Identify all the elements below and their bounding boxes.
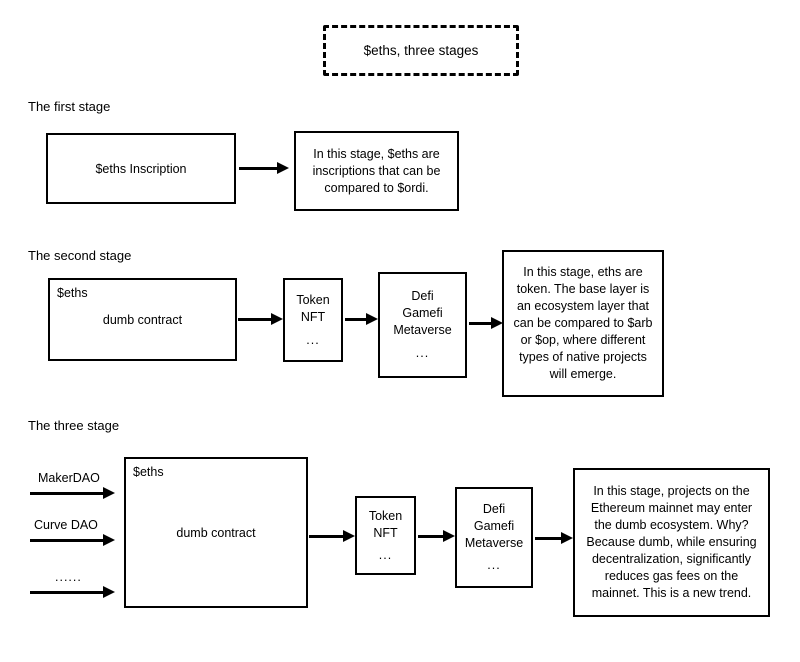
stage-3-note-box: In this stage, projects on the Ethereum … — [573, 468, 770, 617]
stage-3-input-arrow-3 — [30, 586, 115, 598]
stage-3-main-box-label: dumb contract — [176, 525, 256, 540]
diagram-title-box: $eths, three stages — [323, 25, 519, 76]
arrow-head — [443, 530, 455, 542]
stage-1-note-box: In this stage, $eths are inscriptions th… — [294, 131, 459, 211]
arrow-shaft — [309, 535, 345, 538]
stage-2-token-box: Token NFT ... — [283, 278, 343, 362]
arrow-head — [103, 586, 115, 598]
stage-2-token-box-text: Token NFT ... — [296, 292, 329, 349]
arrow-shaft — [238, 318, 273, 321]
stage-3-main-box-corner-label: $eths — [133, 465, 164, 479]
stage-2-defi-box-text: Defi Gamefi Metaverse ... — [393, 288, 451, 362]
stage-2-defi-line-2: Gamefi — [402, 306, 443, 320]
arrow-shaft — [345, 318, 368, 321]
stage-2-main-box-label: dumb contract — [102, 312, 183, 327]
stage-3-input-arrow-2 — [30, 534, 115, 546]
arrow-shaft — [469, 322, 493, 325]
stage-3-main-box: $eths dumb contract — [124, 457, 308, 608]
stage-3-defi-line-2: Gamefi — [473, 519, 515, 533]
stage-2-defi-line-3: Metaverse — [393, 323, 452, 337]
arrow-shaft — [30, 492, 105, 495]
stage-3-input-label-1: MakerDAO — [38, 471, 100, 485]
arrow-shaft — [418, 535, 445, 538]
arrow-shaft — [30, 539, 105, 542]
stage-2-note-text: In this stage, eths are token. The base … — [513, 265, 653, 381]
stage-2-note-box: In this stage, eths are token. The base … — [502, 250, 664, 397]
stage-3-input-label-2: Curve DAO — [34, 518, 98, 532]
stage-3-defi-line-4: ... — [487, 558, 501, 572]
arrow-head — [561, 532, 573, 544]
stage-2-token-line-2: NFT — [300, 309, 326, 324]
stage-3-token-line-1: Token — [368, 508, 403, 523]
stage-3-heading: The three stage — [28, 418, 120, 433]
stage-3-arrow-3 — [535, 532, 573, 544]
stage-1-note-text: In this stage, $eths are inscriptions th… — [312, 146, 441, 195]
stage-3-input-label-3: ...... — [55, 570, 82, 584]
stage-3-defi-line-3: Metaverse — [464, 536, 524, 550]
stage-2-main-box: $eths dumb contract — [48, 278, 237, 361]
stage-2-arrow-1 — [238, 313, 283, 325]
stage-3-token-box-text: Token NFT ... — [369, 508, 402, 564]
stage-2-token-line-1: Token — [296, 292, 330, 307]
stage-3-input-arrow-1 — [30, 487, 115, 499]
stage-2-arrow-3 — [469, 317, 503, 329]
arrow-head — [277, 162, 289, 174]
stage-2-arrow-2 — [345, 313, 378, 325]
stage-2-token-line-3: ... — [306, 332, 320, 347]
stage-1-main-box: $eths Inscription — [46, 133, 236, 204]
stage-2-heading: The second stage — [28, 248, 132, 263]
stage-2-main-box-corner-label: $eths — [57, 286, 88, 300]
stage-2-defi-line-1: Defi — [411, 289, 434, 303]
arrow-head — [491, 317, 503, 329]
diagram-title-text: $eths, three stages — [363, 43, 479, 58]
arrow-head — [103, 534, 115, 546]
arrow-head — [103, 487, 115, 499]
stage-3-defi-box: Defi Gamefi Metaverse ... — [455, 487, 533, 588]
stage-3-token-line-2: NFT — [373, 525, 398, 540]
arrow-shaft — [239, 167, 279, 170]
stage-2-defi-box: Defi Gamefi Metaverse ... — [378, 272, 467, 378]
stage-3-defi-box-text: Defi Gamefi Metaverse ... — [465, 501, 523, 574]
stage-2-defi-line-4: ... — [415, 346, 430, 360]
stage-1-arrow — [239, 162, 289, 174]
stage-3-defi-line-1: Defi — [482, 502, 506, 516]
arrow-head — [343, 530, 355, 542]
arrow-shaft — [30, 591, 105, 594]
arrow-head — [366, 313, 378, 325]
stage-3-note-text: In this stage, projects on the Ethereum … — [586, 484, 757, 600]
stage-1-main-box-label: $eths Inscription — [95, 161, 187, 176]
stage-3-token-line-3: ... — [378, 547, 393, 562]
stage-1-heading: The first stage — [28, 99, 111, 114]
stage-3-arrow-2 — [418, 530, 455, 542]
stage-3-token-box: Token NFT ... — [355, 496, 416, 575]
arrow-head — [271, 313, 283, 325]
arrow-shaft — [535, 537, 563, 540]
stage-3-arrow-1 — [309, 530, 355, 542]
